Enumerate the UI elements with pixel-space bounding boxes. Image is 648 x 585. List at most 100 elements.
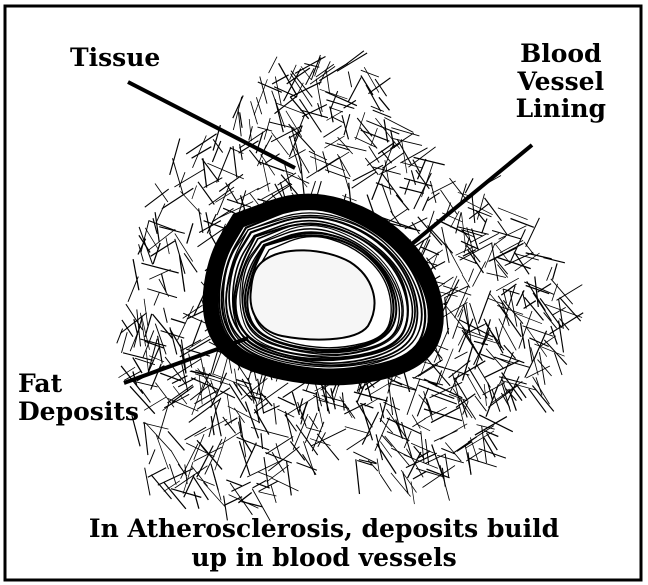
tissue-hatch-stroke xyxy=(192,186,197,200)
tissue-hatch-stroke xyxy=(227,199,251,207)
caption-line-2: up in blood vessels xyxy=(0,544,648,573)
tissue-hatch-stroke xyxy=(511,219,534,228)
tissue-hatch-stroke xyxy=(215,405,222,437)
tissue-hatch-stroke xyxy=(209,410,216,437)
tissue-hatch-stroke xyxy=(365,398,380,406)
tissue-hatch-stroke xyxy=(151,475,171,499)
tissue-hatch-stroke xyxy=(367,144,399,166)
tissue-hatch-stroke xyxy=(249,126,253,140)
tissue-hatch-stroke xyxy=(402,139,407,173)
tissue-hatch-stroke xyxy=(450,178,466,198)
tissue-hatch-stroke xyxy=(538,360,552,376)
tissue-hatch-stroke xyxy=(156,435,168,469)
tissue-hatch-stroke xyxy=(147,229,175,251)
tissue-hatch-stroke xyxy=(434,431,458,442)
tissue-hatch-stroke xyxy=(175,239,185,274)
tissue-hatch-stroke xyxy=(458,398,465,429)
tissue-hatch-stroke xyxy=(353,165,383,181)
tissue-hatch-stroke xyxy=(233,96,243,119)
tissue-hatch-stroke xyxy=(213,473,221,501)
tissue-hatch-stroke xyxy=(349,183,351,204)
tissue-hatch-stroke xyxy=(500,240,523,253)
tissue-hatch-stroke xyxy=(376,434,382,460)
tissue-hatch-stroke xyxy=(171,319,186,324)
tissue-hatch-stroke xyxy=(272,91,285,128)
tissue-hatch-stroke xyxy=(285,415,297,432)
tissue-hatch-stroke xyxy=(149,449,155,464)
tissue-hatch-stroke xyxy=(373,110,392,117)
tissue-hatch-stroke xyxy=(264,457,268,487)
tissue-hatch-stroke xyxy=(342,115,349,139)
tissue-hatch-stroke xyxy=(391,128,419,136)
tissue-hatch-stroke xyxy=(122,320,133,337)
tissue-hatch-stroke xyxy=(424,391,433,420)
tissue-hatch-stroke xyxy=(268,447,299,471)
tissue-hatch-stroke xyxy=(468,458,497,467)
tissue-hatch-stroke xyxy=(180,191,201,214)
tissue-hatch-stroke xyxy=(526,218,540,247)
tissue-hatch-stroke xyxy=(144,299,148,327)
tissue-hatch-stroke xyxy=(157,204,165,222)
tissue-hatch-stroke xyxy=(180,255,185,291)
tissue-hatch-stroke xyxy=(498,296,508,311)
tissue-hatch-stroke xyxy=(337,53,367,71)
tissue-hatch-stroke xyxy=(164,308,168,323)
tissue-hatch-stroke xyxy=(264,406,280,413)
tissue-hatch-stroke xyxy=(309,416,318,429)
vessel-label-line-3: Lining xyxy=(516,95,606,123)
fat-deposits-label: Fat Deposits xyxy=(18,370,139,426)
tissue-hatch-stroke xyxy=(440,424,467,440)
tissue-hatch-stroke xyxy=(498,208,528,220)
tissue-hatch-stroke xyxy=(347,51,364,64)
fat-label-line-2: Deposits xyxy=(18,398,139,426)
tissue-hatch-stroke xyxy=(405,179,410,194)
tissue-hatch-stroke xyxy=(184,253,197,272)
tissue-hatch-stroke xyxy=(411,170,415,185)
tissue-hatch-stroke xyxy=(525,297,544,320)
tissue-hatch-stroke xyxy=(543,258,565,263)
tissue-hatch-stroke xyxy=(293,414,308,450)
tissue-hatch-stroke xyxy=(154,292,160,305)
tissue-hatch-stroke xyxy=(356,459,360,494)
tissue-hatch-stroke xyxy=(307,158,339,178)
tissue-hatch-stroke xyxy=(423,197,429,211)
tissue-hatch-stroke xyxy=(457,442,472,451)
tissue-hatch-stroke xyxy=(533,293,552,321)
tissue-hatch-stroke xyxy=(149,221,176,231)
vessel-label-line-2: Vessel xyxy=(516,68,606,96)
tissue-hatch-stroke xyxy=(147,289,177,298)
tissue-hatch-stroke xyxy=(555,353,563,375)
tissue-hatch-stroke xyxy=(272,132,289,155)
blood-vessel-lining-label: Blood Vessel Lining xyxy=(516,40,606,123)
tissue-hatch-stroke xyxy=(220,432,240,445)
tissue-hatch-stroke xyxy=(192,320,202,347)
tissue-hatch-stroke xyxy=(269,57,277,73)
tissue-hatch-stroke xyxy=(469,269,474,282)
tissue-hatch-stroke xyxy=(287,68,310,84)
tissue-hatch-stroke xyxy=(251,101,258,124)
tissue-hatch-stroke xyxy=(519,311,532,349)
tissue-hatch-stroke xyxy=(441,280,459,316)
tissue-hatch-stroke xyxy=(503,300,523,323)
tissue-hatch-stroke xyxy=(371,106,384,111)
tissue-hatch-stroke xyxy=(133,259,139,290)
tissue-hatch-stroke xyxy=(323,126,341,138)
tissue-hatch-stroke xyxy=(533,377,550,405)
tissue-hatch-stroke xyxy=(339,156,349,189)
tissue-hatch-stroke xyxy=(316,64,334,77)
tissue-hatch-stroke xyxy=(411,482,414,505)
caption-line-1: In Atherosclerosis, deposits build xyxy=(0,515,648,544)
tissue-hatch-stroke xyxy=(444,276,457,305)
tissue-hatch-stroke xyxy=(453,309,463,338)
tissue-hatch-stroke xyxy=(347,434,370,450)
tissue-hatch-stroke xyxy=(369,146,379,162)
tissue-hatch-stroke xyxy=(553,263,558,279)
tissue-hatch-stroke xyxy=(162,188,193,208)
tissue-hatch-stroke xyxy=(361,130,390,141)
tissue-hatch-stroke xyxy=(187,223,193,243)
tissue-hatch-stroke xyxy=(230,483,252,515)
tissue-hatch-stroke xyxy=(375,118,399,149)
tissue-hatch-stroke xyxy=(324,136,344,148)
tissue-hatch-stroke xyxy=(144,422,148,455)
tissue-hatch-stroke xyxy=(271,484,276,503)
